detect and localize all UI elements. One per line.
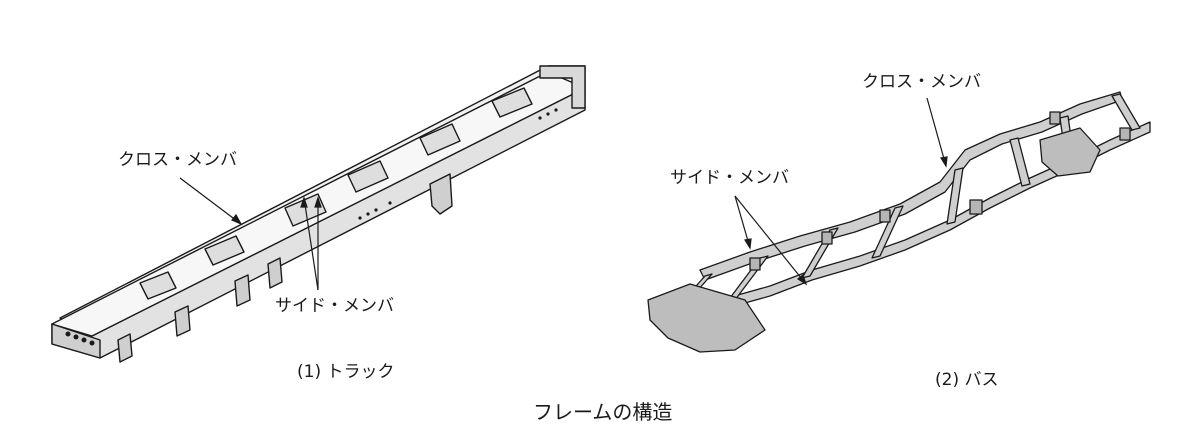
truck-side-member-label: サイド・メンバ [275,296,394,316]
truck-cross-members [139,87,533,300]
bus-side-member-label: サイド・メンバ [670,168,789,188]
bus-cross-members [661,93,1141,325]
bus-leader-lines [734,97,948,286]
truck-rear-cross [539,65,586,109]
bus-brackets [749,111,1131,271]
truck-caption: (1) トラック [297,362,395,382]
bus-caption: (2) バス [935,370,999,390]
truck-front-cross [51,323,101,359]
figure-title: フレームの構造 [533,400,673,424]
truck-leader-lines [179,177,322,291]
truck-bolt-holes [65,108,558,346]
bus-cross-member-label: クロス・メンバ [862,72,981,92]
truck-brackets [117,173,453,363]
bus-frame-illustration [647,91,1151,353]
truck-cross-member-label: クロス・メンバ [118,150,237,170]
bus-front-assembly [647,283,766,353]
bus-rear-assembly [1039,127,1101,177]
